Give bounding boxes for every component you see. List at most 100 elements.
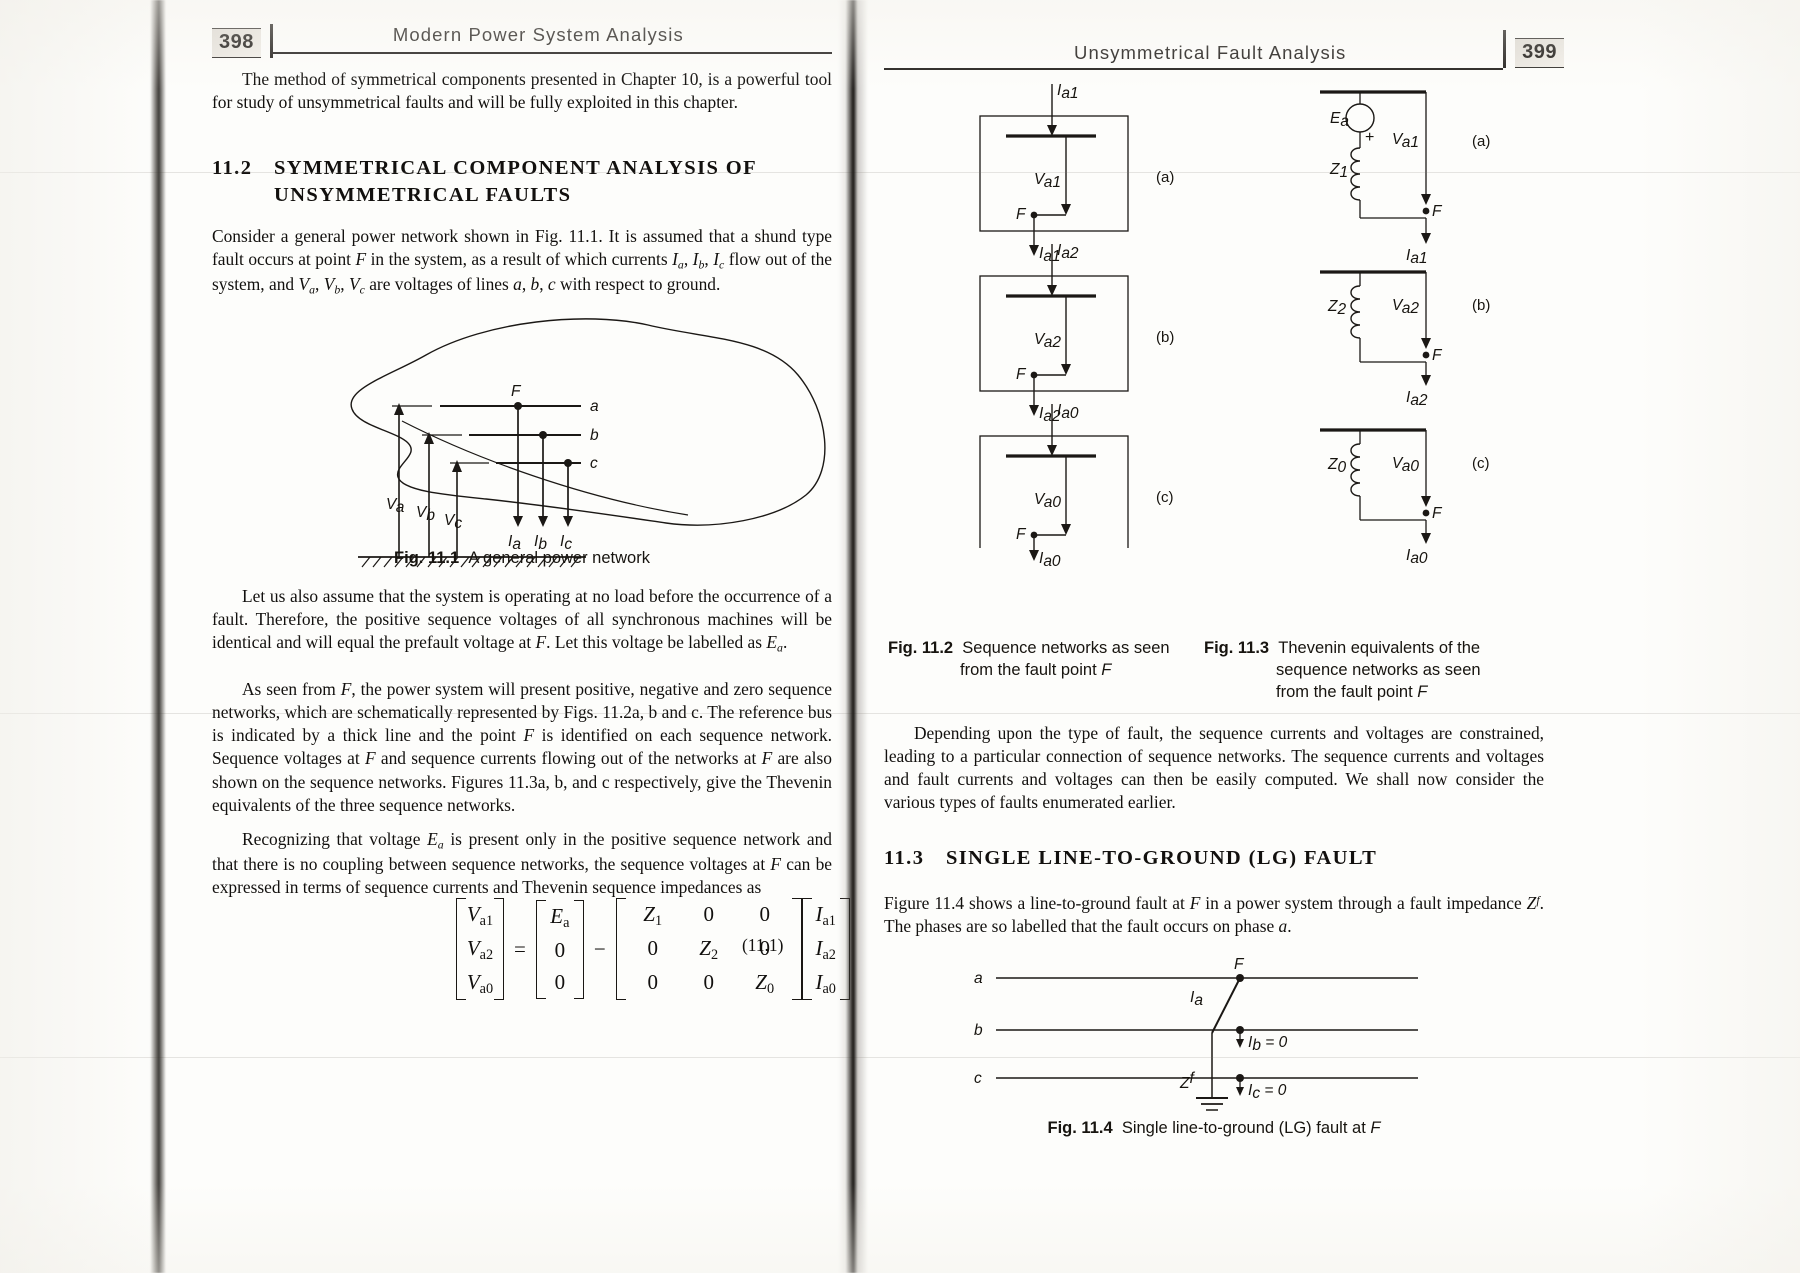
folio-left: 398 bbox=[212, 28, 261, 58]
running-head-right: Unsymmetrical Fault Analysis 399 bbox=[884, 30, 1564, 70]
paragraph-figure-11-4-intro: Figure 11.4 shows a line-to-ground fault… bbox=[884, 893, 1544, 937]
thevenin-b-label-out-current: Ia2 bbox=[1406, 389, 1428, 409]
network-boundary-outline bbox=[350, 318, 826, 526]
fig-114-label-Ic: Ic = 0 bbox=[1248, 1082, 1287, 1102]
page-gutter-binding-shadow bbox=[838, 0, 868, 1273]
figure-11-3-panel-c-overflow: Ia0 bbox=[1268, 545, 1528, 575]
equation-equals-sign: = bbox=[514, 936, 526, 961]
panel-a-label-fault: F bbox=[1016, 206, 1027, 223]
thevenin-c-fault-dot bbox=[1422, 509, 1430, 517]
page-left: 398 Modern Power System Analysis The met… bbox=[166, 0, 850, 1273]
thevenin-c-voltage-arrow bbox=[1421, 496, 1431, 507]
eq-m10: 0 bbox=[647, 936, 658, 961]
panel-b-label-voltage: Va2 bbox=[1034, 331, 1061, 351]
figure-11-2-svg: Ia1 Va1 F Ia1 (a) Ia2 bbox=[979, 82, 1174, 548]
thevenin-a-label-source: Ea bbox=[1330, 110, 1349, 130]
eq-cur-row-0: Ia1 bbox=[815, 902, 836, 929]
fig-114-label-Zf: Zf bbox=[1179, 1070, 1195, 1092]
thevenin-a-polarity: + bbox=[1365, 129, 1374, 146]
fig-114-ic-arrow bbox=[1236, 1087, 1244, 1096]
figure-11-3-caption-line3: from the fault point F bbox=[1276, 682, 1428, 701]
equation-11-1-number: (11.1) bbox=[742, 935, 784, 955]
figure-11-4-caption: Fig. 11.4 Single line-to-ground (LG) fau… bbox=[884, 1118, 1544, 1140]
panel-b-voltage-arrow bbox=[1061, 364, 1071, 375]
paragraph-114-part1: Figure 11.4 shows a line-to-ground fault… bbox=[884, 893, 1190, 913]
figure-11-2-number: Fig. 11.2 bbox=[888, 639, 954, 657]
voltage-arrow-Va bbox=[394, 403, 404, 415]
fig-114-label-b: b bbox=[974, 1022, 983, 1039]
figure-11-4-caption-text: Single line-to-ground (LG) fault at F bbox=[1121, 1119, 1381, 1137]
figure-11-1-svg: a b c F Ia Ib Ic bbox=[350, 318, 826, 568]
figure-11-4-number: Fig. 11.4 bbox=[1047, 1119, 1113, 1137]
thevenin-c-tag: (c) bbox=[1472, 455, 1490, 472]
fig-11-2-panel-b: Ia2 Va2 F Ia2 (b) bbox=[979, 242, 1174, 425]
figure-11-1-caption: Fig. 11.1 A general power network bbox=[212, 548, 832, 570]
running-head-rule-left bbox=[272, 52, 832, 54]
thevenin-a-fault-dot bbox=[1422, 207, 1430, 215]
eq-lhs-row-0: Va1 bbox=[466, 902, 494, 929]
eq-m00: Z1 bbox=[643, 902, 663, 929]
figure-11-2-caption: Fig. 11.2 Sequence networks as seen from… bbox=[888, 638, 1218, 682]
equation-source-vector: Ea 0 0 bbox=[535, 899, 584, 999]
paragraph-114-part4: . bbox=[1287, 916, 1292, 937]
scan-artifact-line-mid bbox=[0, 713, 1800, 714]
voltage-arrow-Vc bbox=[452, 460, 462, 472]
panel-a-in-current-arrow bbox=[1047, 125, 1057, 136]
folio-right: 399 bbox=[1515, 38, 1564, 68]
section-title-11-2-line2: UNSYMMETRICAL FAULTS bbox=[274, 184, 572, 207]
label-phase-a: a bbox=[590, 398, 599, 415]
thevenin-b-inductor-coil bbox=[1350, 285, 1361, 339]
eq-m20: 0 bbox=[647, 970, 658, 995]
eq-src-row-2: 0 bbox=[554, 970, 566, 995]
fig-114-label-c: c bbox=[974, 1070, 982, 1087]
fig-11-3-panel-a: Ea + Z1 Va1 F Ia1 (a) bbox=[1320, 90, 1490, 267]
equation-lhs-vector: Va1 Va2 Va0 bbox=[456, 898, 504, 1001]
panel-c-label-out-current: Ia0 bbox=[1039, 550, 1061, 568]
thevenin-a-tag: (a) bbox=[1472, 133, 1490, 150]
thevenin-b-fault-dot bbox=[1422, 351, 1430, 359]
eq-m01: 0 bbox=[703, 902, 714, 926]
figure-11-2-panel-c-overflow: Ia0 bbox=[968, 528, 1168, 568]
figure-11-4: a b c F Ia Zf Ib = 0 bbox=[968, 958, 1488, 1118]
thevenin-b-voltage-arrow bbox=[1421, 338, 1431, 349]
paragraph-recognizing: Recognizing that voltage Ea is present o… bbox=[212, 829, 833, 898]
fig-114-fault-arm bbox=[1211, 977, 1241, 1034]
paragraph-consider-part5: with respect to ground. bbox=[555, 274, 721, 295]
panel-b-out-current-arrow bbox=[1029, 405, 1039, 416]
fig-11-2-panel-a: Ia1 Va1 F Ia1 (a) bbox=[979, 82, 1174, 265]
section-number-11-2: 11.2 bbox=[212, 157, 253, 179]
thevenin-b-label-fault: F bbox=[1432, 347, 1443, 364]
thevenin-b-label-voltage: Va2 bbox=[1392, 297, 1419, 317]
panel-c-overflow-svg: Ia0 bbox=[1029, 535, 1061, 568]
panel-a-label-current: Ia1 bbox=[1057, 82, 1079, 102]
paragraph-no-load: Let us also assume that the system is op… bbox=[212, 586, 832, 655]
thevenin-a-out-arrow bbox=[1421, 233, 1431, 244]
current-arrow-a bbox=[513, 516, 523, 527]
eq-m11: Z2 bbox=[699, 936, 719, 964]
thevenin-a-source-circle bbox=[1345, 103, 1375, 133]
panel-c-out-current-arrow bbox=[1029, 550, 1039, 561]
fig-114-ib-arrow bbox=[1236, 1039, 1244, 1048]
eq-src-row-0: Ea bbox=[550, 903, 570, 931]
figure-11-3-caption-line2: sequence networks as seen bbox=[1276, 660, 1481, 679]
thevenin-a-voltage-arrow bbox=[1421, 194, 1431, 205]
figure-11-1-number: Fig. 11.1 bbox=[394, 549, 460, 567]
thevenin-b-label-impedance: Z2 bbox=[1327, 298, 1346, 318]
paragraph-consider-part2: in the system, as a result of which curr… bbox=[366, 249, 673, 270]
thevenin-a-label-fault: F bbox=[1432, 203, 1443, 220]
thevenin-c-out-arrow bbox=[1421, 533, 1431, 544]
thevenin-c-label-out-current: Ia0 bbox=[1406, 547, 1428, 567]
figure-11-3-svg: Ea + Z1 Va1 F Ia1 (a) bbox=[1320, 90, 1490, 544]
eq-m02: 0 bbox=[759, 902, 770, 926]
paragraph-114-part2: in a power system through a fault impeda… bbox=[1200, 893, 1527, 913]
paragraph-consider: Consider a general power network shown i… bbox=[212, 226, 832, 297]
panel-c-in-current-arrow bbox=[1047, 445, 1057, 456]
panel-a-voltage-arrow bbox=[1061, 204, 1071, 215]
thevenin-c-label-voltage: Va0 bbox=[1392, 455, 1419, 475]
equation-minus-sign: − bbox=[593, 936, 606, 961]
figure-11-3: Ea + Z1 Va1 F Ia1 (a) bbox=[1268, 78, 1568, 558]
section-title-11-2-line1: SYMMETRICAL COMPONENT ANALYSIS OF bbox=[274, 157, 758, 179]
panel-c-label-voltage: Va0 bbox=[1034, 491, 1061, 511]
eq-matrix-row-0: Z1 0 0 bbox=[625, 898, 793, 932]
